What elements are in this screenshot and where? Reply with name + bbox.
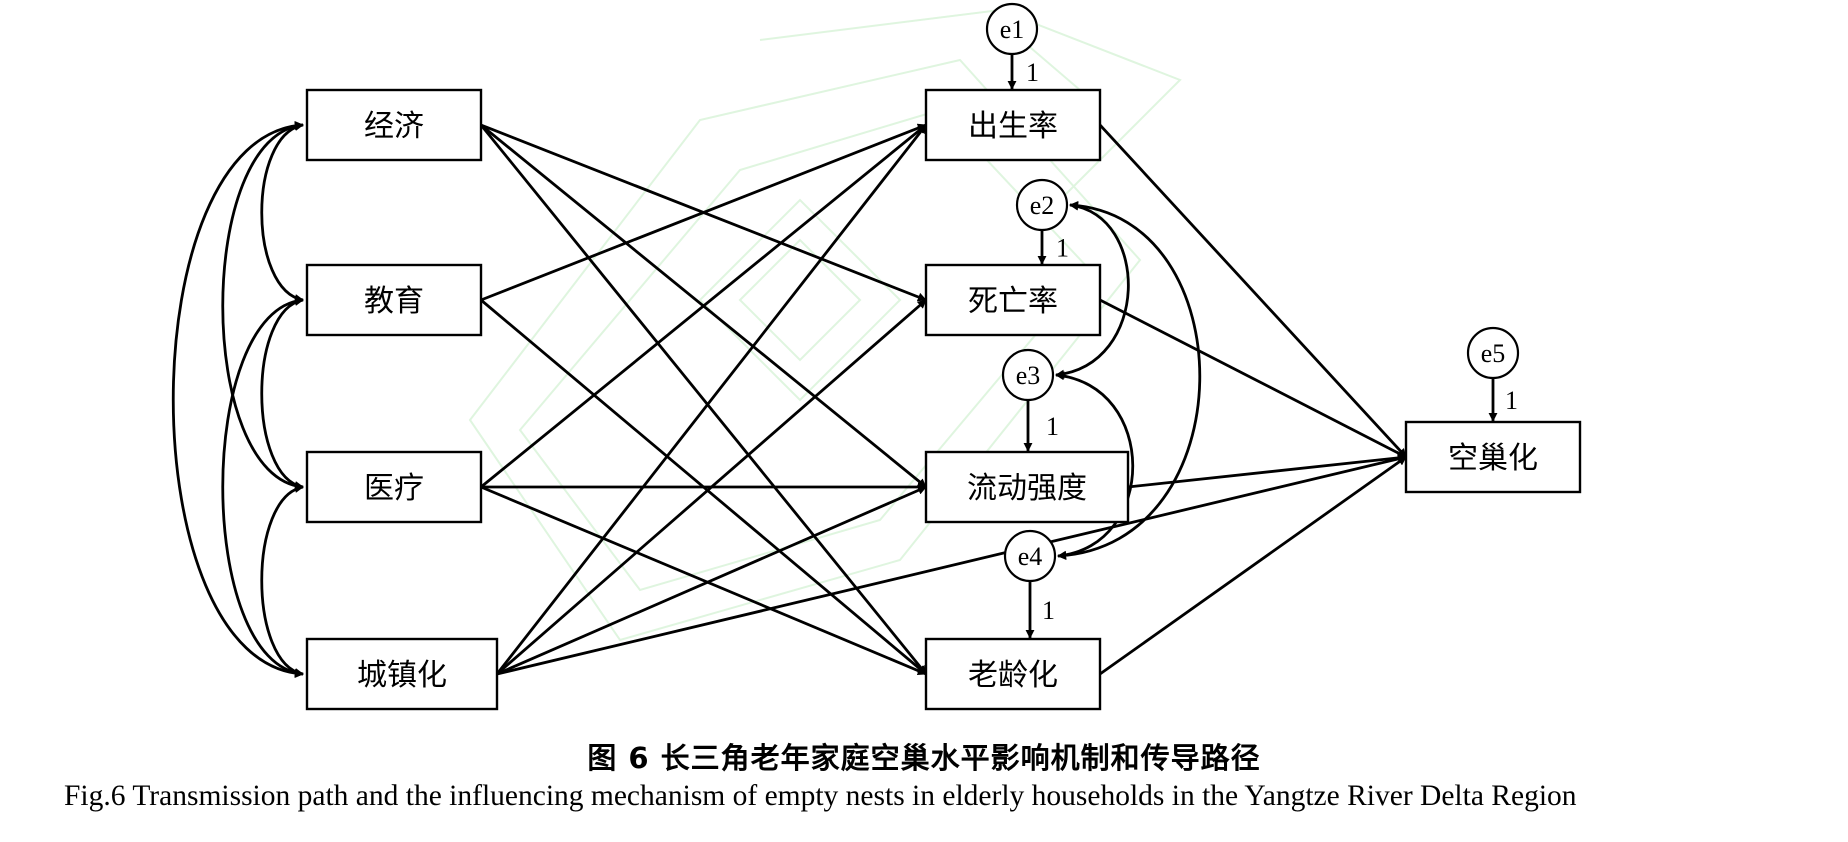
variable-label-edu: 教育 xyxy=(364,284,424,319)
variable-label-med: 医疗 xyxy=(364,471,424,506)
covariance-econ-edu xyxy=(260,122,304,303)
error-node-e1 xyxy=(985,2,1039,56)
path-arrow-death-to-empty xyxy=(1099,298,1407,459)
covariance-med-urban xyxy=(260,484,304,677)
path-arrow-edu-to-birth xyxy=(480,123,927,302)
error-label-e3: e3 xyxy=(1016,361,1041,390)
covariance-econ-med xyxy=(221,121,304,491)
variable-box-empty xyxy=(1404,420,1582,494)
variable-label-birth: 出生率 xyxy=(968,109,1058,144)
path-arrow-urban-to-birth xyxy=(495,124,928,675)
error-label-e4: e4 xyxy=(1018,542,1043,571)
figure-caption-chinese: 图 6 长三角老年家庭空巢水平影响机制和传导路径 xyxy=(587,741,1261,775)
error-node-e4 xyxy=(1003,529,1057,583)
loading-value-e3: 1 xyxy=(1046,412,1059,441)
error-label-e1: e1 xyxy=(1000,15,1025,44)
loading-value-e1: 1 xyxy=(1026,58,1039,87)
figure-caption-english: Fig.6 Transmission path and the influenc… xyxy=(64,780,1577,812)
covariance-e2-e4 xyxy=(1057,200,1202,561)
covariance-edu-urban xyxy=(221,296,304,678)
path-arrow-urban-to-death xyxy=(496,298,927,676)
path-arrow-aging-to-empty xyxy=(1099,455,1407,676)
variable-label-aging: 老龄化 xyxy=(968,658,1058,693)
loading-value-e2: 1 xyxy=(1056,234,1069,263)
path-arrow-med-to-aging xyxy=(480,485,927,676)
variable-box-aging xyxy=(924,637,1102,711)
path-arrow-med-to-birth xyxy=(480,123,927,489)
error-node-e3 xyxy=(1001,348,1055,402)
covariance-econ-urban xyxy=(171,121,304,678)
path-arrow-econ-to-aging xyxy=(479,124,928,675)
variable-label-empty: 空巢化 xyxy=(1448,441,1538,476)
variable-label-econ: 经济 xyxy=(364,109,424,144)
variable-box-med xyxy=(305,450,483,524)
variable-box-death xyxy=(924,263,1102,337)
path-arrow-flow-to-empty xyxy=(1127,453,1407,489)
path-arrow-urban-to-flow xyxy=(496,485,927,676)
variable-box-flow xyxy=(924,450,1130,524)
covariance-e3-e4 xyxy=(1055,371,1135,560)
error-node-e5 xyxy=(1466,326,1520,380)
error-node-e2 xyxy=(1015,178,1069,232)
loading-value-e4: 1 xyxy=(1042,596,1055,625)
covariance-edu-med xyxy=(260,297,304,490)
variable-label-urban: 城镇化 xyxy=(357,658,447,693)
loading-value-e5: 1 xyxy=(1505,386,1518,415)
variable-box-urban xyxy=(305,637,499,711)
variable-label-flow: 流动强度 xyxy=(967,471,1087,506)
error-label-e5: e5 xyxy=(1481,339,1506,368)
variable-box-birth xyxy=(924,88,1102,162)
variable-label-death: 死亡率 xyxy=(968,284,1058,319)
path-arrow-birth-to-empty xyxy=(1098,124,1408,458)
variable-box-edu xyxy=(305,263,483,337)
variable-box-econ xyxy=(305,88,483,162)
path-arrow-urban-to-empty xyxy=(496,454,1407,676)
edges-layer xyxy=(171,54,1498,678)
covariance-e2-e3 xyxy=(1055,201,1130,379)
error-label-e2: e2 xyxy=(1030,191,1055,220)
